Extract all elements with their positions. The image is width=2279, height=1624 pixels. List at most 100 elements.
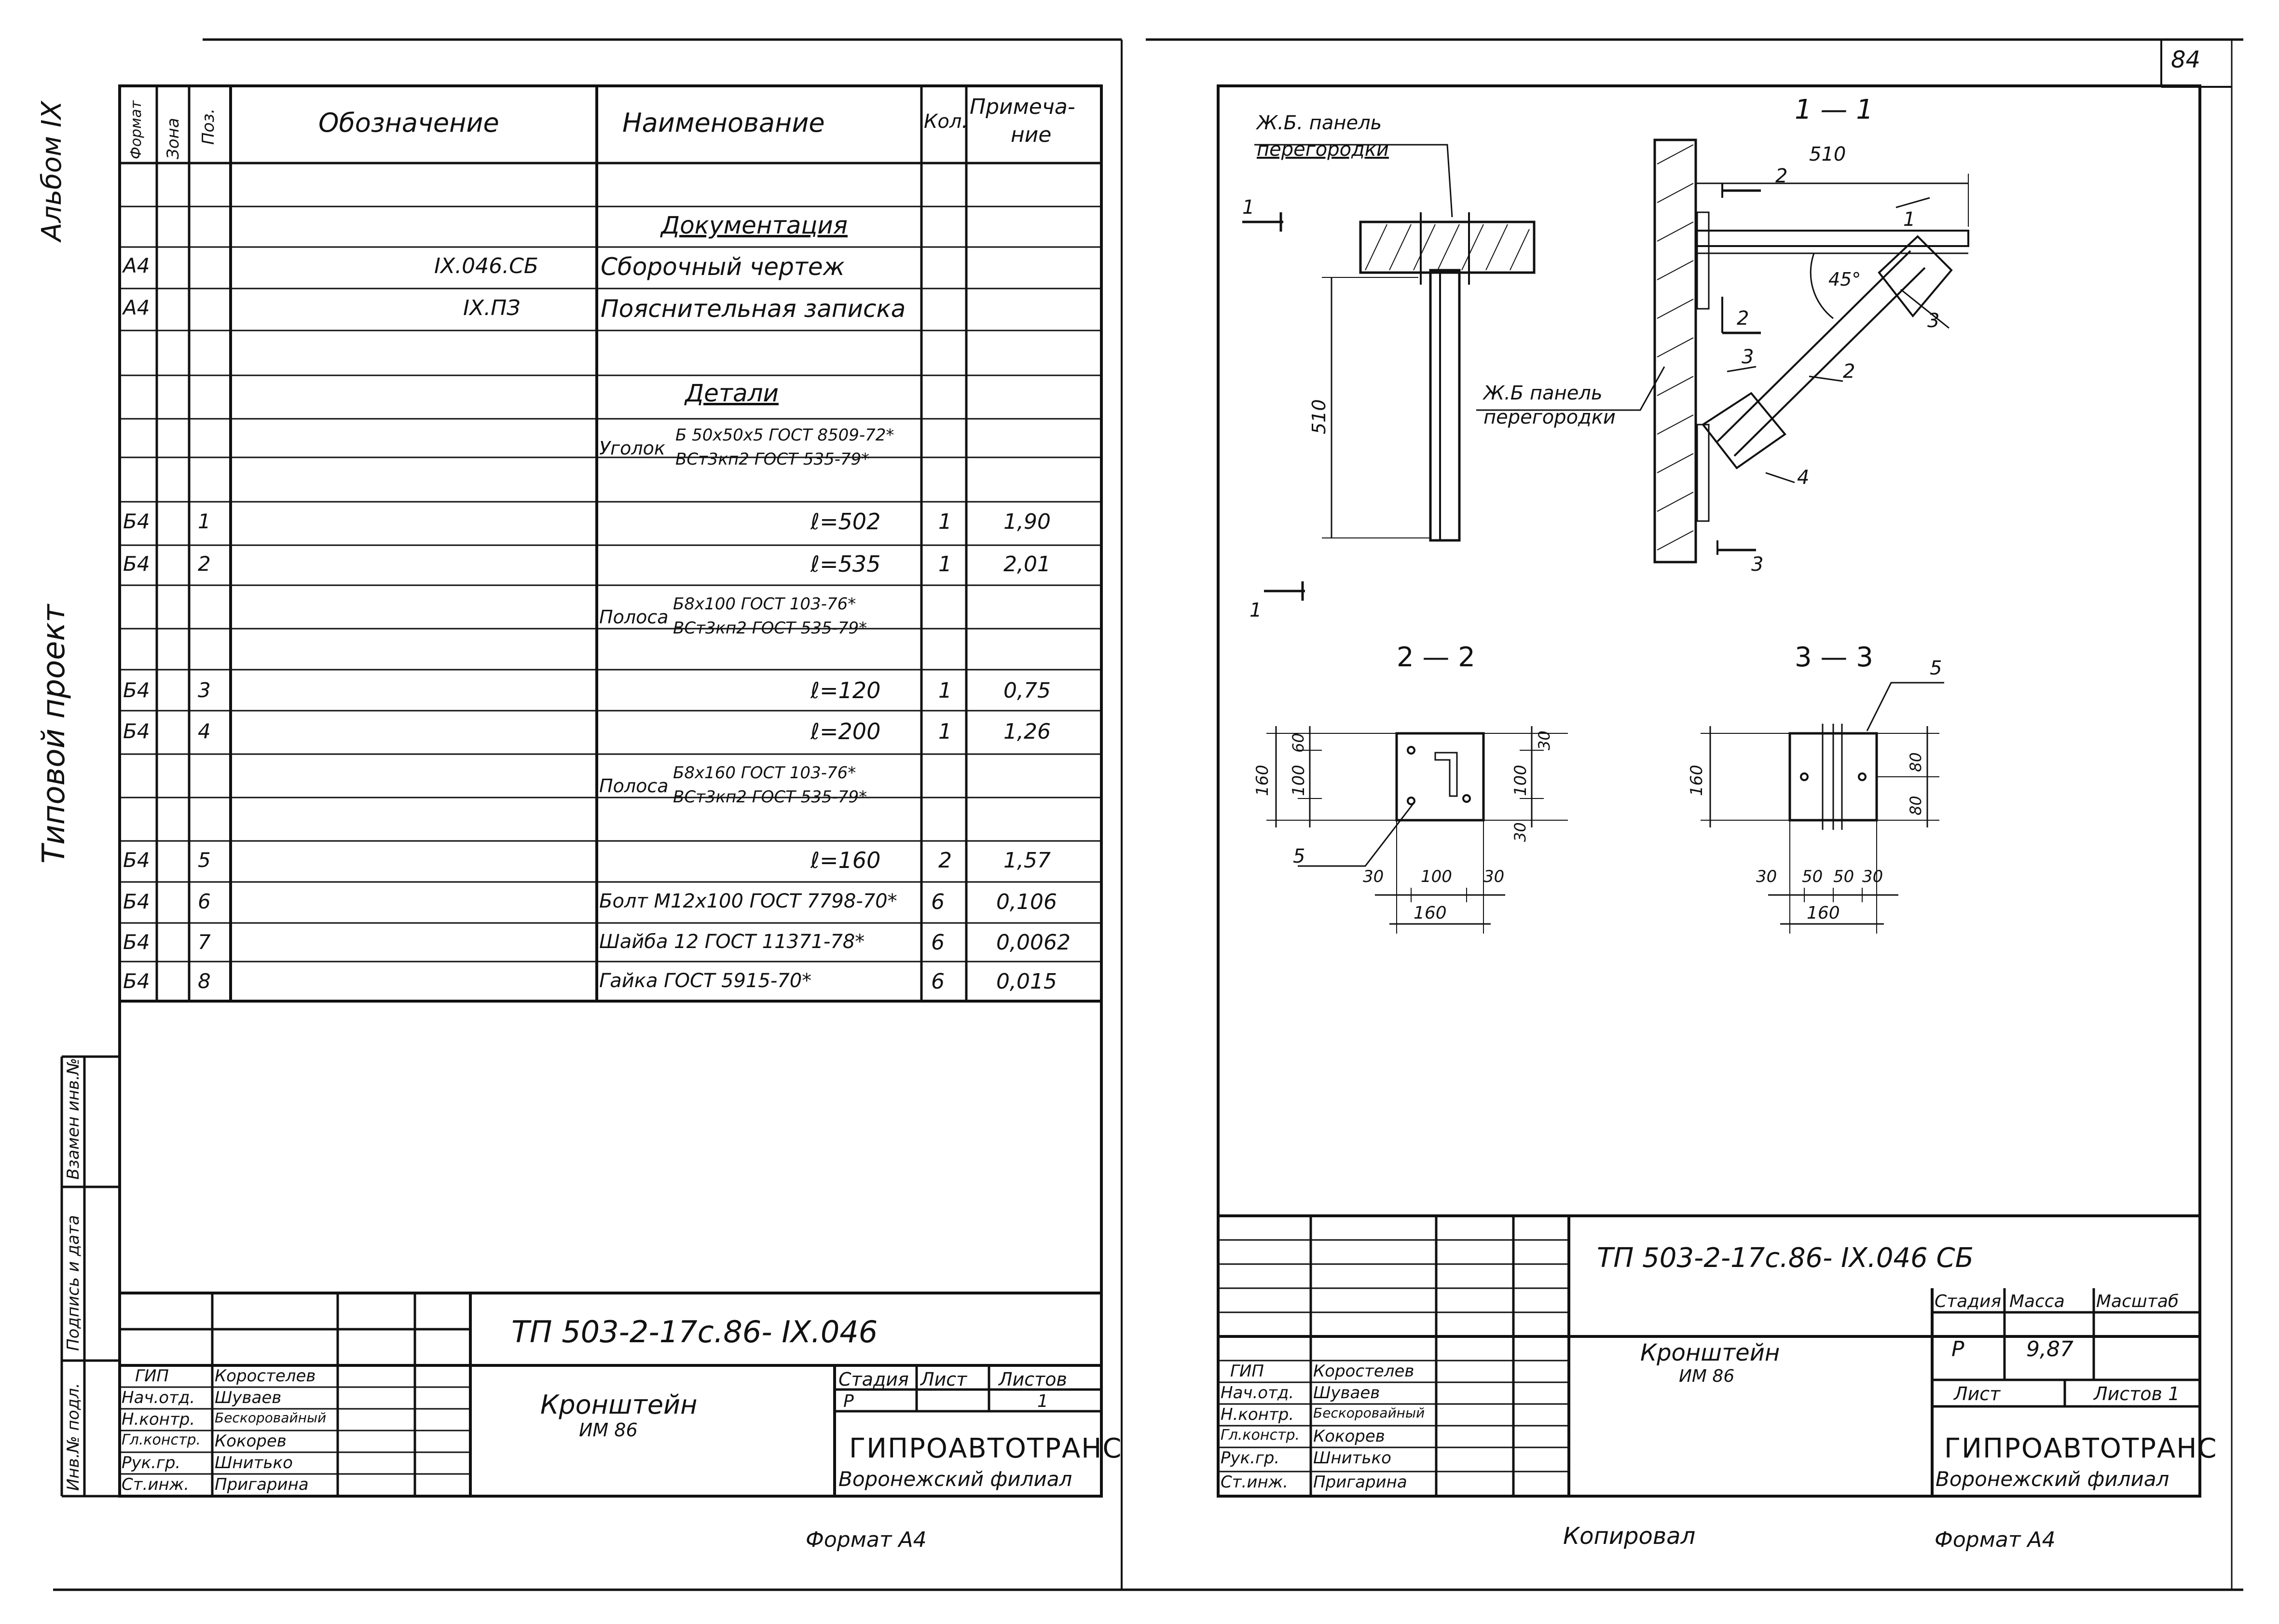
drawing-code: ТП 503-2-17с.86- IX.046 СБ [1597, 1242, 1974, 1274]
row-name: Шайба 12 ГОСТ 11371-78* [599, 931, 865, 953]
callout-5: 5 [1930, 657, 1942, 679]
stage-label: Стадия [1935, 1292, 2002, 1311]
callout-1: 1 [1242, 196, 1255, 219]
sheets-label: Листов [999, 1369, 1067, 1390]
row-name: ℓ=160 [810, 847, 881, 873]
row-format: Б4 [123, 719, 150, 743]
sheet-label: Лист [920, 1369, 967, 1390]
sheets-label: Листов 1 [2094, 1383, 2180, 1404]
stamp-sign: Подпись и дата [64, 1215, 83, 1351]
dim-60: 60 [1289, 733, 1307, 753]
format-label: Формат А4 [806, 1528, 927, 1552]
mass-label: Масса [2009, 1292, 2065, 1311]
row-name-prefix: Полоса [599, 606, 669, 628]
role: Нач.отд. [1221, 1383, 1294, 1403]
row-note: 1,90 [1003, 509, 1051, 534]
row-format: Б4 [123, 552, 150, 576]
row-qty: 1 [938, 678, 952, 703]
row-pos: 5 [198, 848, 211, 872]
dim-30: 30 [1535, 730, 1553, 750]
scale-label: Масштаб [2096, 1292, 2179, 1311]
section-heading: Документация [661, 211, 848, 239]
panel-label-1: Ж.Б. панель [1257, 112, 1382, 134]
role: ГИП [135, 1366, 169, 1386]
row-name-top: Б8х160 ГОСТ 103-76* [673, 763, 856, 783]
dim-100: 100 [1511, 765, 1530, 796]
org-branch: Воронежский филиал [838, 1467, 1072, 1491]
row-name-prefix: Уголок [599, 438, 665, 459]
person-name: Кокорев [1313, 1427, 1385, 1446]
dim-80: 80 [1907, 752, 1925, 772]
row-pos: 8 [198, 969, 211, 993]
section-title-1-1: 1 — 1 [1795, 94, 1873, 125]
row-pos: 1 [198, 509, 211, 533]
dim-80: 80 [1907, 796, 1925, 815]
drawing-code: ТП 503-2-17с.86- IX.046 [511, 1314, 878, 1349]
dim-30: 30 [1511, 822, 1529, 842]
dim-160: 160 [1253, 765, 1272, 796]
drawing-subtitle: ИМ 86 [1679, 1366, 1735, 1386]
dim-510-vertical: 510 [1308, 399, 1330, 434]
row-note: 0,106 [996, 890, 1057, 914]
stage-value: Р [1951, 1337, 1964, 1362]
row-format: Б4 [123, 678, 150, 702]
sheet-label: Лист [1954, 1383, 2001, 1404]
row-pos: 3 [198, 678, 211, 702]
callout-5: 5 [1293, 845, 1305, 867]
callout-2: 2 [1843, 360, 1855, 383]
role: Ст.инж. [122, 1475, 190, 1494]
row-name-bottom: ВСт3кп2 ГОСТ 535-79* [675, 450, 870, 469]
project-label: Типовой проект [36, 604, 72, 864]
dim-30: 30 [1483, 867, 1505, 886]
side-view [1242, 144, 1536, 601]
role: Нач.отд. [122, 1388, 195, 1407]
callout-2: 2 [1737, 307, 1749, 330]
dim-30: 30 [1756, 867, 1777, 886]
drawing-subtitle: ИМ 86 [579, 1419, 638, 1441]
role: Рук.гр. [122, 1453, 181, 1473]
person-name: Пригарина [215, 1475, 309, 1494]
stage-label: Стадия [838, 1369, 909, 1390]
section-title-2-2: 2 — 2 [1397, 642, 1475, 673]
format-label: Формат А4 [1935, 1528, 2056, 1552]
section-title-3-3: 3 — 3 [1795, 642, 1873, 673]
row-name-bottom: ВСт3кп2 ГОСТ 535-79* [673, 619, 867, 638]
org-name: ГИПРОАВТОТРАНС [849, 1433, 1123, 1464]
row-format: А4 [123, 254, 150, 277]
role: Рук.гр. [1221, 1448, 1280, 1468]
row-qty: 2 [938, 848, 952, 873]
row-designation: IX.046.СБ [434, 254, 538, 278]
album-label: Альбом IX [36, 101, 68, 241]
row-designation: IX.ПЗ [463, 296, 521, 320]
row-note: 1,57 [1003, 848, 1051, 873]
drawing-title: Кронштейн [540, 1390, 698, 1420]
header-designation: Обозначение [318, 108, 499, 138]
role: Ст.инж. [1221, 1473, 1289, 1492]
page-number: 84 [2171, 46, 2201, 73]
section-heading: Детали [685, 379, 779, 407]
callout-1: 1 [1903, 208, 1916, 231]
person-name: Шуваев [1313, 1383, 1380, 1403]
person-name: Коростелев [1313, 1362, 1414, 1381]
role: Н.контр. [1221, 1405, 1294, 1424]
dim-30: 30 [1363, 867, 1384, 886]
row-note: 0,75 [1003, 678, 1051, 703]
header-pos: Поз. [199, 108, 218, 145]
row-name: Гайка ГОСТ 5915-70* [599, 970, 812, 992]
row-format: Б4 [123, 969, 150, 993]
header-note-1: Примеча- [970, 95, 1075, 119]
row-pos: 6 [198, 890, 211, 913]
row-name: ℓ=120 [810, 677, 881, 703]
header-name: Наименование [622, 108, 825, 138]
role: Гл.констр. [122, 1431, 201, 1448]
row-name: ℓ=535 [810, 551, 881, 577]
dim-510-horizontal: 510 [1809, 143, 1846, 165]
row-pos: 4 [198, 719, 211, 743]
role: Гл.констр. [1221, 1427, 1300, 1444]
header-note-2: ние [1011, 123, 1052, 147]
row-note: 2,01 [1003, 552, 1051, 577]
row-name-bottom: ВСт3кп2 ГОСТ 535-79* [673, 787, 867, 807]
mass-value: 9,87 [2026, 1337, 2073, 1362]
row-qty: 1 [938, 719, 952, 744]
row-format: Б4 [123, 848, 150, 872]
